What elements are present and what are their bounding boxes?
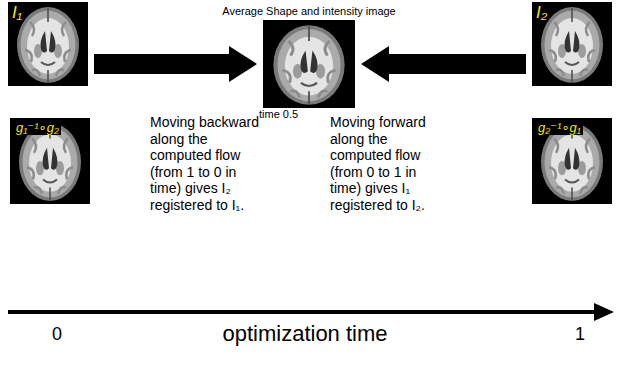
image-panel: I₁ — [8, 2, 88, 84]
axis-arrowhead — [594, 303, 614, 321]
note-text: Moving forward along the computed flow (… — [330, 114, 448, 213]
brain-image — [532, 118, 612, 204]
brain-image — [8, 2, 88, 86]
image-heading: Average Shape and intensity image — [222, 5, 395, 18]
brain-image — [10, 118, 90, 204]
image-panel: I₂ — [532, 2, 612, 84]
block-arrow — [94, 46, 257, 82]
note-text: Moving backward along the computed flow … — [150, 114, 268, 213]
brain-image — [532, 2, 612, 86]
axis-tick: 0 — [52, 324, 62, 345]
image-panel: g₂⁻¹∘g₁ — [532, 118, 612, 204]
image-label: g₂⁻¹∘g₁ — [536, 120, 583, 135]
image-panel: Average Shape and intensity imagetime 0.… — [263, 20, 355, 108]
image-label: I₁ — [12, 3, 22, 22]
image-label: I₂ — [536, 3, 547, 22]
axis-tick: 1 — [575, 324, 585, 345]
image-label: g₁⁻¹∘g₂ — [14, 120, 61, 135]
axis-title: optimization time — [222, 321, 387, 347]
time-axis — [8, 310, 596, 314]
block-arrow — [361, 46, 526, 82]
time-label: time 0.5 — [259, 108, 298, 121]
brain-image — [263, 20, 355, 108]
image-panel: g₁⁻¹∘g₂ — [10, 118, 90, 204]
